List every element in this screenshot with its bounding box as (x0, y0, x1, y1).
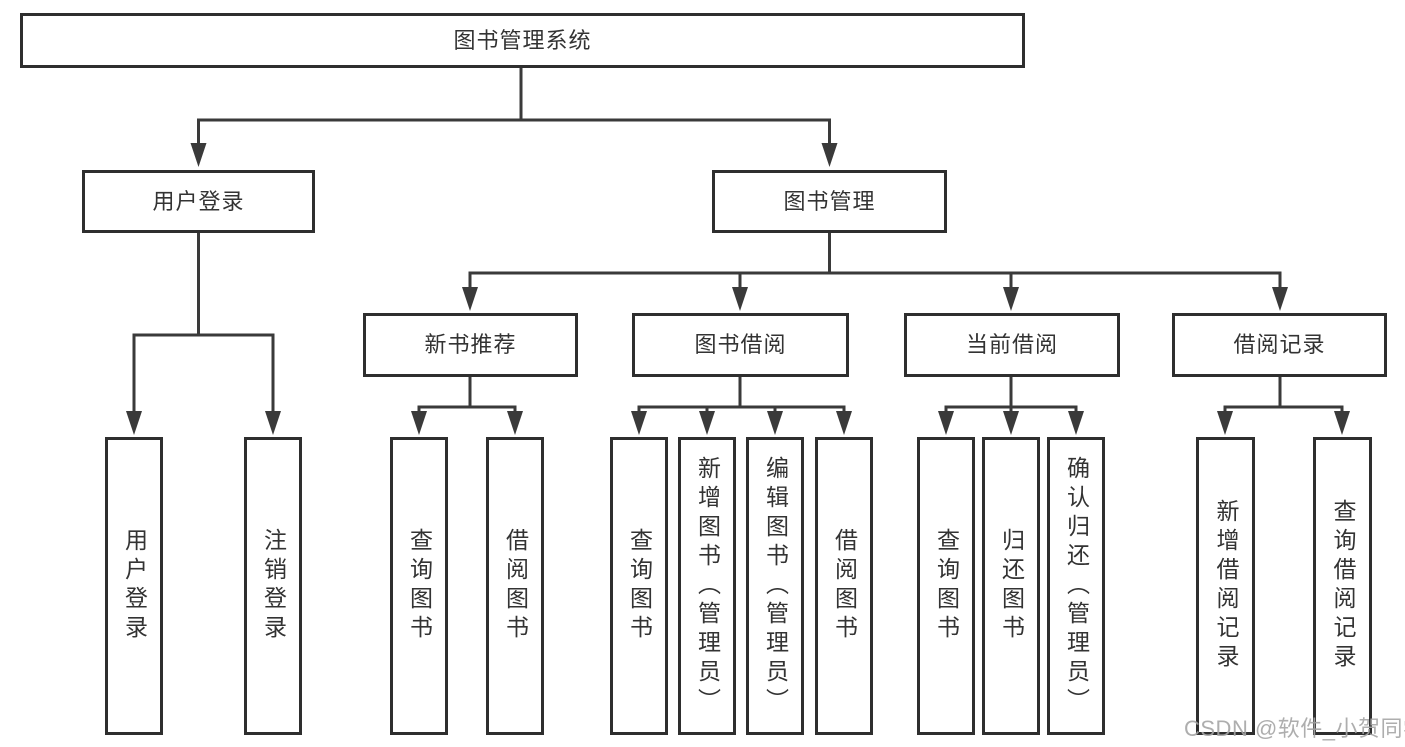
node-library-system: 图书管理系统 (20, 13, 1025, 68)
leaf-borrow-books: 借阅图书 (815, 437, 873, 735)
node-book-management-label: 图书管理 (783, 188, 876, 214)
leaf-logout: 注销登录 (244, 437, 302, 735)
leaf-return-books: 归还图书 (982, 437, 1040, 735)
leaf-add-books-admin: 新增图书（管理员） (678, 437, 736, 735)
leaf-confirm-return-admin: 确认归还（管理员） (1047, 437, 1105, 735)
leaf-query-books-recommend: 查询图书 (390, 437, 448, 735)
node-user-login-label: 用户登录 (152, 188, 245, 214)
node-book-management: 图书管理 (712, 170, 947, 233)
node-new-book-recommend: 新书推荐 (363, 313, 578, 377)
node-user-login: 用户登录 (82, 170, 315, 233)
leaf-add-borrow-record: 新增借阅记录 (1196, 437, 1255, 735)
leaf-user-login: 用户登录 (105, 437, 163, 735)
node-current-borrow: 当前借阅 (904, 313, 1120, 377)
leaf-query-books-borrow: 查询图书 (610, 437, 668, 735)
node-book-borrow: 图书借阅 (632, 313, 849, 377)
arrowheads (126, 143, 1350, 435)
leaf-edit-books-admin: 编辑图书（管理员） (746, 437, 804, 735)
node-borrow-records-label: 借阅记录 (1233, 332, 1326, 357)
node-new-book-recommend-label: 新书推荐 (424, 332, 517, 357)
node-library-system-label: 图书管理系统 (453, 27, 592, 53)
node-current-borrow-label: 当前借阅 (965, 332, 1058, 357)
leaf-query-books-current: 查询图书 (917, 437, 975, 735)
watermark: CSDN @软件_小贺同学 (1184, 716, 1405, 741)
node-borrow-records: 借阅记录 (1172, 313, 1387, 377)
leaf-borrow-books-recommend: 借阅图书 (486, 437, 544, 735)
leaf-query-borrow-record: 查询借阅记录 (1313, 437, 1372, 735)
node-book-borrow-label: 图书借阅 (694, 332, 787, 357)
